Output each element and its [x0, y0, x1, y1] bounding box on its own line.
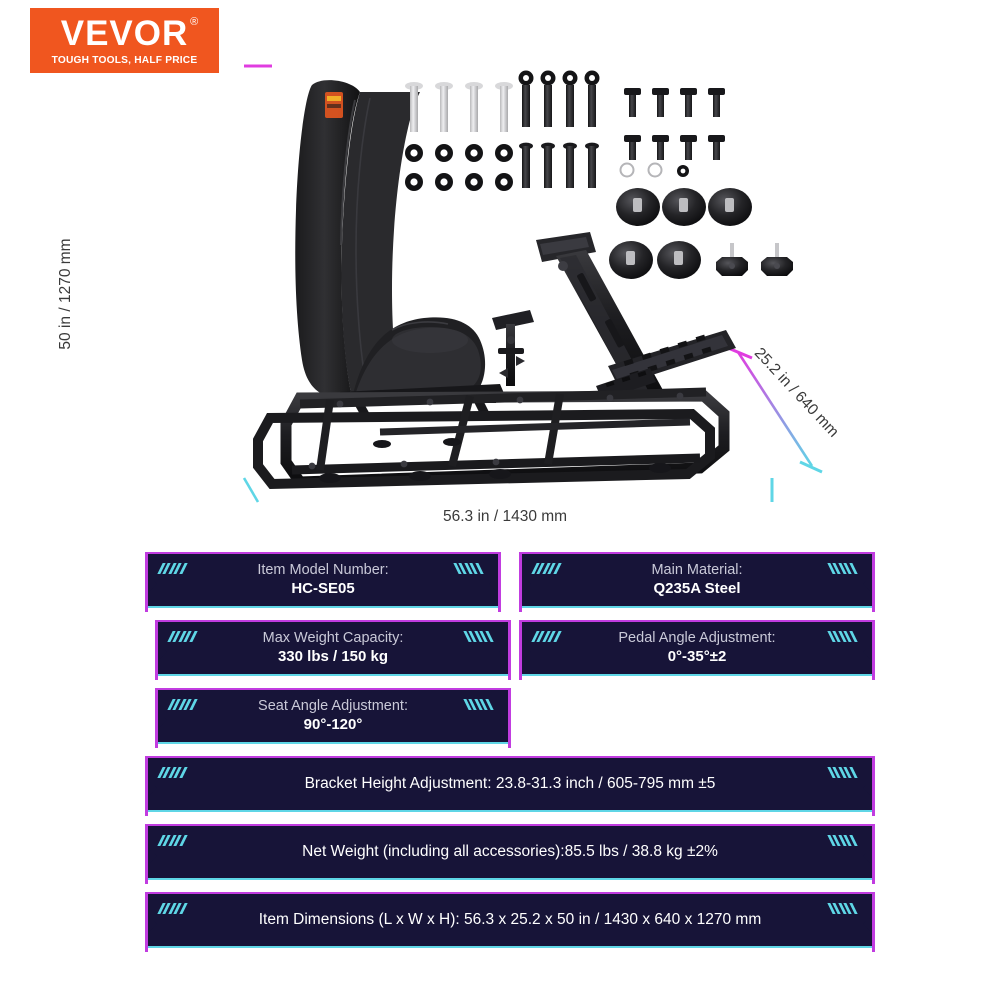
spec-card-background [148, 894, 872, 946]
stripe-ornament-left-icon [157, 835, 190, 846]
spec-row: Max Weight Capacity:330 lbs / 150 kg Peda… [0, 620, 1000, 680]
spec-label: Main Material: [651, 562, 743, 579]
stripe-ornament-left-icon [167, 631, 200, 642]
spec-card-content: Main Material:Q235A Steel [522, 554, 872, 606]
spec-label: Seat Angle Adjustment: [258, 698, 408, 715]
dimension-width-label: 56.3 in / 1430 mm [443, 508, 568, 525]
spec-value: 90°-120° [303, 715, 363, 733]
stripe-ornament-right-icon [827, 563, 860, 574]
spec-row: Bracket Height Adjustment: 23.8-31.3 inc… [0, 756, 1000, 816]
spec-card-content: Item Dimensions (L x W x H): 56.3 x 25.2… [148, 894, 872, 946]
spec-card-background [148, 758, 872, 810]
spec-card: Pedal Angle Adjustment:0°-35°±2 [519, 620, 875, 680]
spec-card-content: Pedal Angle Adjustment:0°-35°±2 [522, 622, 872, 674]
stripe-ornament-right-icon [453, 563, 486, 574]
stripe-ornament-left-icon [167, 699, 200, 710]
spec-value: 330 lbs / 150 kg [277, 647, 389, 665]
stripe-ornament-left-icon [157, 563, 190, 574]
spec-value: HC-SE05 [291, 579, 355, 597]
spec-text: Bracket Height Adjustment: 23.8-31.3 inc… [304, 774, 716, 792]
spec-card-content: Max Weight Capacity:330 lbs / 150 kg [158, 622, 508, 674]
spec-row: Net Weight (including all accessories):8… [0, 824, 1000, 884]
spec-label: Pedal Angle Adjustment: [618, 630, 776, 647]
spec-value: 0°-35°±2 [667, 647, 727, 665]
stripe-ornament-left-icon [531, 563, 564, 574]
hardware-kit [405, 70, 793, 279]
spec-card: Item Model Number:HC-SE05 [145, 552, 501, 612]
stripe-ornament-right-icon [827, 835, 860, 846]
spec-card-content: Bracket Height Adjustment: 23.8-31.3 inc… [148, 758, 872, 810]
stripe-ornament-right-icon [827, 767, 860, 778]
product-illustration: 50 in / 1270 mm 56.3 in / 1430 mm 25.2 i… [57, 64, 842, 525]
spec-row: Item Model Number:HC-SE05 Main Material:Q… [0, 552, 1000, 612]
stripe-ornament-right-icon [827, 631, 860, 642]
spec-card: Max Weight Capacity:330 lbs / 150 kg [155, 620, 511, 680]
spec-card: Bracket Height Adjustment: 23.8-31.3 inc… [145, 756, 875, 816]
spec-card: Main Material:Q235A Steel [519, 552, 875, 612]
spec-card: Seat Angle Adjustment:90°-120° [155, 688, 511, 748]
vevor-logo: VEVOR® TOUGH TOOLS, HALF PRICE [30, 8, 219, 73]
star-knobs [716, 243, 793, 276]
stripe-ornament-right-icon [463, 631, 496, 642]
dimension-lines [242, 64, 823, 503]
stripe-ornament-left-icon [157, 767, 190, 778]
stripe-ornament-right-icon [463, 699, 496, 710]
spec-card: Item Dimensions (L x W x H): 56.3 x 25.2… [145, 892, 875, 952]
spec-card-background [158, 690, 508, 742]
stripe-ornament-left-icon [531, 631, 564, 642]
brand-name-text: VEVOR [60, 13, 189, 53]
pedal-plate [596, 330, 736, 400]
spec-card-background [158, 622, 508, 674]
registered-trademark-icon: ® [190, 15, 200, 28]
spec-row: Seat Angle Adjustment:90°-120° [0, 688, 1000, 748]
brand-name: VEVOR® [60, 13, 199, 53]
brand-tagline: TOUGH TOOLS, HALF PRICE [51, 54, 198, 66]
dimension-height-label: 50 in / 1270 mm [57, 238, 74, 350]
stripe-ornament-right-icon [827, 903, 860, 914]
shifter-mount [492, 310, 534, 386]
spec-card-background [522, 554, 872, 606]
spec-label: Item Model Number: [257, 562, 389, 579]
round-knobs [609, 188, 752, 279]
spec-row: Item Dimensions (L x W x H): 56.3 x 25.2… [0, 892, 1000, 952]
spec-text: Net Weight (including all accessories):8… [302, 842, 718, 860]
spec-value: Q235A Steel [653, 579, 741, 597]
spec-card: Net Weight (including all accessories):8… [145, 824, 875, 884]
short-screws [624, 88, 725, 160]
spec-card-content: Item Model Number:HC-SE05 [148, 554, 498, 606]
small-nuts [619, 162, 689, 178]
spec-label: Max Weight Capacity: [262, 630, 404, 647]
specifications-list: Item Model Number:HC-SE05 Main Material:Q… [0, 552, 1000, 960]
stripe-ornament-left-icon [157, 903, 190, 914]
spec-text: Item Dimensions (L x W x H): 56.3 x 25.2… [258, 910, 762, 928]
washers [405, 144, 513, 191]
spec-card-background [148, 554, 498, 606]
spec-card-background [148, 826, 872, 878]
base-frame [253, 387, 730, 490]
spec-card-background [522, 622, 872, 674]
black-bolts [518, 70, 600, 188]
silver-bolts [405, 82, 513, 132]
spec-card-content: Seat Angle Adjustment:90°-120° [158, 690, 508, 742]
spec-card-content: Net Weight (including all accessories):8… [148, 826, 872, 878]
